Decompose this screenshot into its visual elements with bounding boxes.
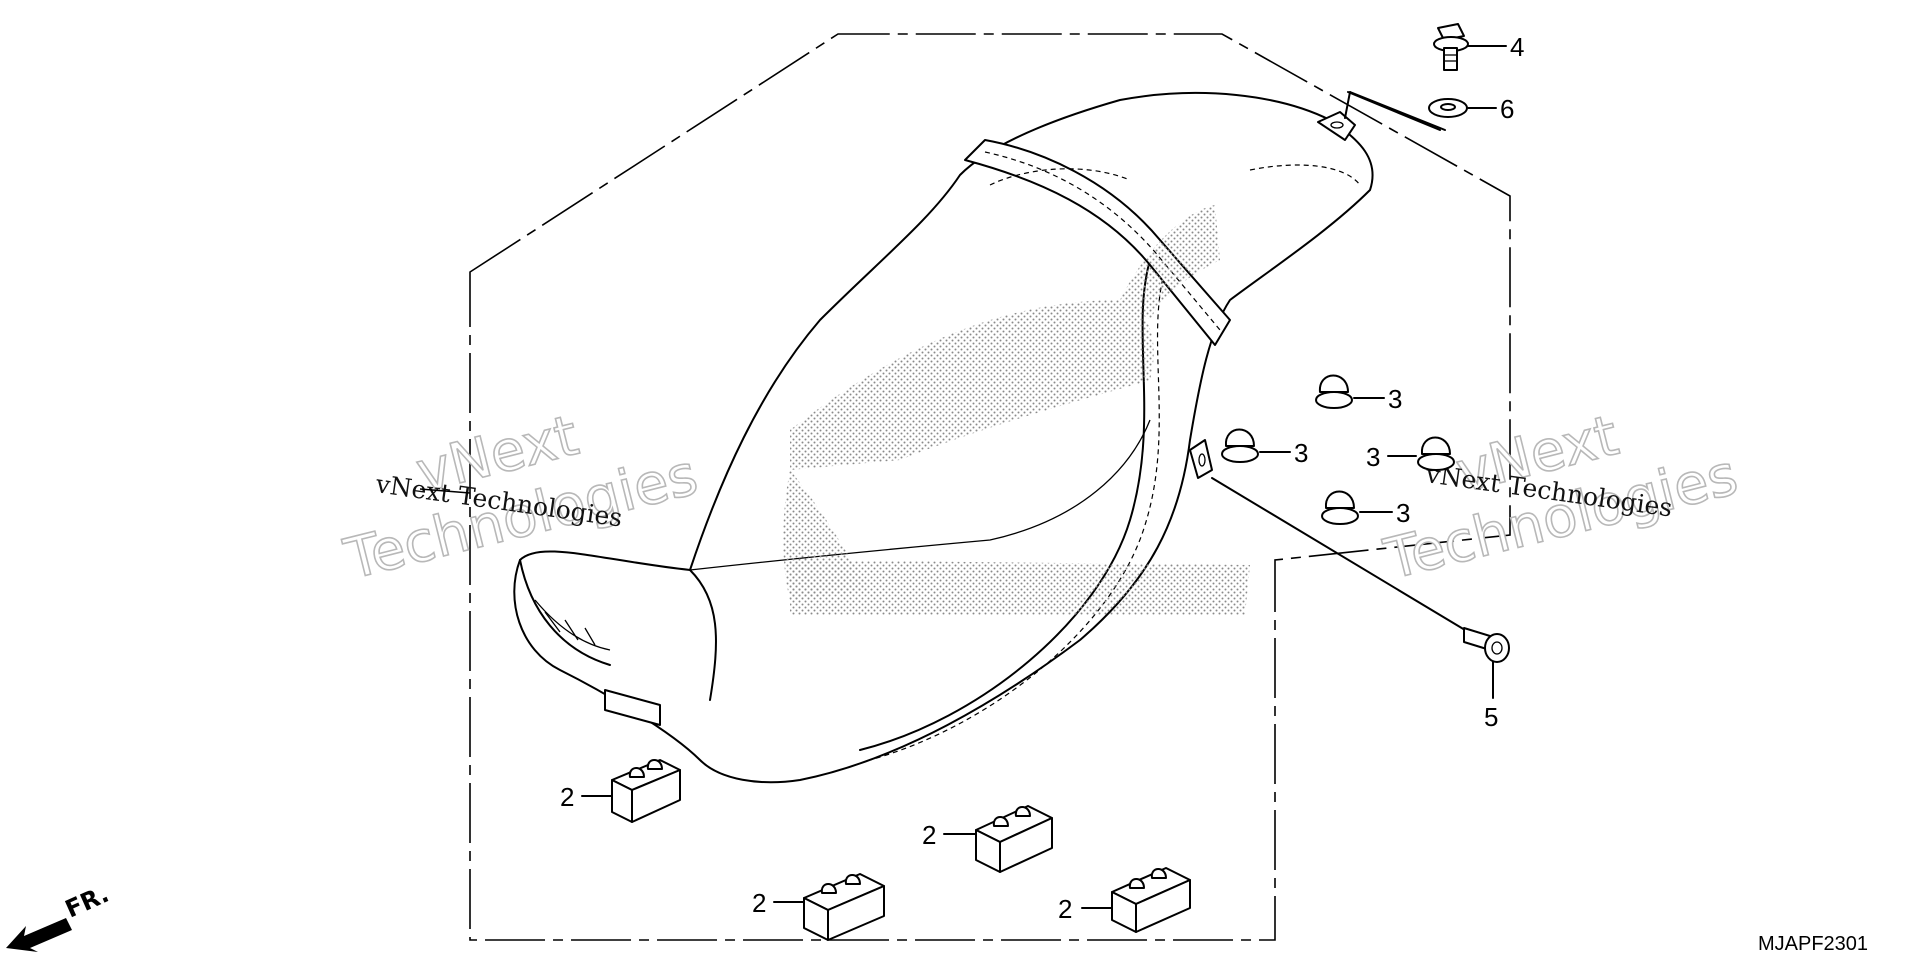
flange-bolt-icon — [1433, 23, 1507, 71]
callout-3b: 3 — [1294, 438, 1308, 468]
rubber-block-icon — [1081, 867, 1191, 933]
rubber-block-icon — [943, 805, 1053, 873]
rubber-block-icon — [581, 759, 681, 823]
callout-2c: 2 — [752, 888, 766, 918]
callout-2b: 2 — [922, 820, 936, 850]
rubber-grommet-icon — [1221, 428, 1291, 463]
screw-icon — [1463, 627, 1510, 699]
assembly-boundary — [469, 33, 1511, 941]
direction-arrow-icon — [6, 918, 72, 952]
washer-icon — [1428, 98, 1497, 118]
rubber-grommet-icon — [1315, 374, 1385, 409]
callout-6: 6 — [1500, 94, 1514, 124]
rubber-block-icon — [773, 873, 885, 941]
rubber-grommet-icon — [1387, 436, 1455, 471]
direction-label: FR. — [61, 880, 113, 924]
callout-2d: 2 — [1058, 894, 1072, 924]
callout-3c: 3 — [1366, 442, 1380, 472]
rubber-grommet-icon — [1321, 490, 1393, 525]
callout-4: 4 — [1510, 32, 1524, 62]
callout-3d: 3 — [1396, 498, 1410, 528]
callout-5: 5 — [1484, 702, 1498, 732]
part-code: MJAPF2301 — [1758, 933, 1868, 955]
callout-2a: 2 — [560, 782, 574, 812]
seat-icon — [513, 91, 1374, 784]
callout-3a: 3 — [1388, 384, 1402, 414]
